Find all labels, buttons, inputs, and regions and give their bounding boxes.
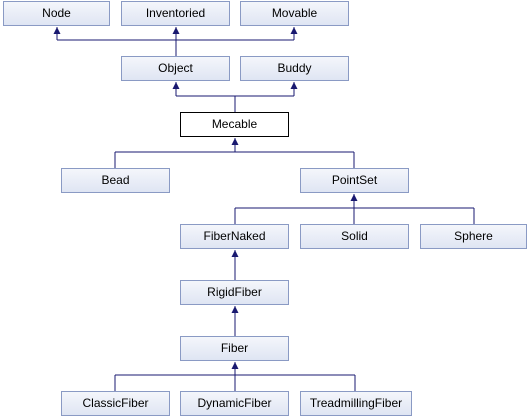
class-node-fiber[interactable]: Fiber <box>180 336 289 361</box>
inheritance-arrowhead <box>290 82 298 89</box>
class-node-fibernaked[interactable]: FiberNaked <box>180 224 289 249</box>
inheritance-arrowhead <box>290 27 298 34</box>
class-node-mecable: Mecable <box>180 112 289 137</box>
class-node-sphere[interactable]: Sphere <box>420 224 527 249</box>
inheritance-arrowhead <box>231 362 239 369</box>
class-node-bead[interactable]: Bead <box>61 168 170 193</box>
class-node-node[interactable]: Node <box>3 1 110 26</box>
class-node-buddy[interactable]: Buddy <box>240 56 349 81</box>
class-node-classicfiber[interactable]: ClassicFiber <box>61 391 170 416</box>
class-node-treadmillingfiber[interactable]: TreadmillingFiber <box>300 391 412 416</box>
class-node-object[interactable]: Object <box>121 56 230 81</box>
inheritance-arrowhead <box>231 250 239 257</box>
class-node-inventoried[interactable]: Inventoried <box>121 1 230 26</box>
inheritance-arrowhead <box>231 306 239 313</box>
class-node-movable[interactable]: Movable <box>240 1 349 26</box>
class-node-solid[interactable]: Solid <box>300 224 409 249</box>
inheritance-arrowhead <box>350 194 358 201</box>
inheritance-arrowhead <box>172 82 180 89</box>
inheritance-arrowhead <box>172 27 180 34</box>
inheritance-arrowhead <box>53 27 61 34</box>
inheritance-arrowhead <box>231 138 239 145</box>
class-node-pointset[interactable]: PointSet <box>300 168 409 193</box>
class-node-dynamicfiber[interactable]: DynamicFiber <box>180 391 289 416</box>
class-node-rigidfiber[interactable]: RigidFiber <box>180 280 289 305</box>
